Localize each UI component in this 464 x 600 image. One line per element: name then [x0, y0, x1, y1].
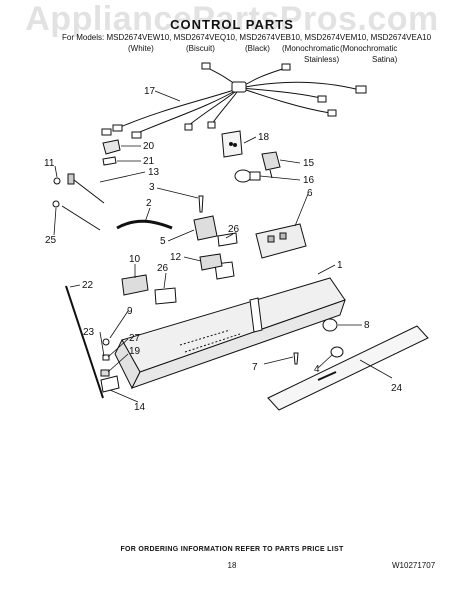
variant-satina: Satina) [372, 55, 398, 64]
part-control-board [255, 223, 307, 259]
callout-labels: 17 18 20 21 15 11 13 16 3 6 2 25 5 26 12… [44, 86, 403, 413]
variant-black: (Black) [245, 44, 270, 53]
ordering-footer: FOR ORDERING INFORMATION REFER TO PARTS … [120, 546, 344, 553]
callout-2: 2 [146, 198, 152, 209]
variant-biscuit: (Biscuit) [186, 44, 215, 53]
models-line: For Models: MSD2674VEW10, MSD2674VEQ10, … [62, 33, 432, 42]
callout-25: 25 [45, 235, 57, 246]
variant-monochromatic-2: (Monochromatic [340, 44, 398, 53]
callout-9: 9 [127, 306, 133, 317]
callout-10: 10 [129, 254, 141, 265]
part-switch [193, 215, 218, 241]
callout-12: 12 [170, 252, 182, 263]
callout-26-lower: 26 [157, 263, 169, 274]
callout-18: 18 [258, 132, 270, 143]
callout-3: 3 [149, 182, 155, 193]
plate-screw-hole [233, 143, 237, 147]
callout-11: 11 [44, 158, 55, 169]
part-control-housing [114, 277, 346, 390]
callout-19: 19 [129, 346, 141, 357]
part-control-panel-trim [267, 325, 429, 411]
callout-15: 15 [303, 158, 315, 169]
document-number: W10271707 [392, 561, 436, 570]
leader-lines [53, 90, 393, 403]
part-nut [102, 354, 110, 361]
lamp-socket-lead [269, 169, 273, 179]
part-wire-harness [101, 62, 367, 139]
variant-white: (White) [128, 44, 154, 53]
bulb-base [249, 171, 261, 181]
plate-screw-hole [229, 142, 233, 146]
callout-7: 7 [252, 362, 258, 373]
part-mounting-bracket [100, 375, 120, 393]
trim-slot [317, 371, 337, 381]
part-sensor-cable [73, 179, 105, 204]
callout-22: 22 [82, 280, 94, 291]
callout-5: 5 [160, 236, 166, 247]
part-tube [116, 219, 173, 230]
callout-14: 14 [134, 402, 146, 413]
board-component [267, 235, 275, 243]
part-insulation-pad [217, 232, 238, 247]
part-spacer [100, 369, 110, 377]
callout-8: 8 [364, 320, 370, 331]
part-screw [198, 195, 204, 213]
part-light-bulb [234, 169, 252, 183]
callout-1: 1 [337, 260, 343, 271]
part-screw [52, 200, 60, 208]
part-thermistor [67, 173, 75, 185]
watermark: AppliancePartsPros.com [25, 0, 439, 38]
part-clip [102, 139, 121, 155]
callout-26-upper: 26 [228, 224, 240, 235]
part-lamp-socket [261, 151, 281, 171]
part-screw [53, 177, 61, 185]
part-knob [330, 346, 344, 358]
callout-16: 16 [303, 175, 315, 186]
callout-27: 27 [129, 333, 141, 344]
part-knob [322, 318, 338, 332]
callout-4: 4 [314, 364, 320, 375]
callout-21: 21 [143, 156, 155, 167]
part-bracket [199, 253, 223, 271]
callout-17: 17 [144, 86, 156, 97]
variant-stainless: Stainless) [304, 55, 340, 64]
callout-23: 23 [83, 327, 95, 338]
callout-6: 6 [307, 188, 313, 199]
part-bracket [121, 274, 149, 296]
part-sensor-lead [61, 205, 101, 231]
callout-13: 13 [148, 167, 160, 178]
part-screw [293, 352, 299, 365]
part-washer [102, 338, 110, 346]
callout-24: 24 [391, 383, 403, 394]
part-clip-small [102, 156, 117, 166]
callout-20: 20 [143, 141, 155, 152]
part-rod [65, 285, 104, 399]
board-component [279, 232, 287, 240]
variant-monochromatic-1: (Monochromatic [282, 44, 340, 53]
page-number: 18 [227, 561, 237, 570]
part-insulation-pad [154, 287, 177, 305]
diagram-title: CONTROL PARTS [170, 17, 294, 32]
